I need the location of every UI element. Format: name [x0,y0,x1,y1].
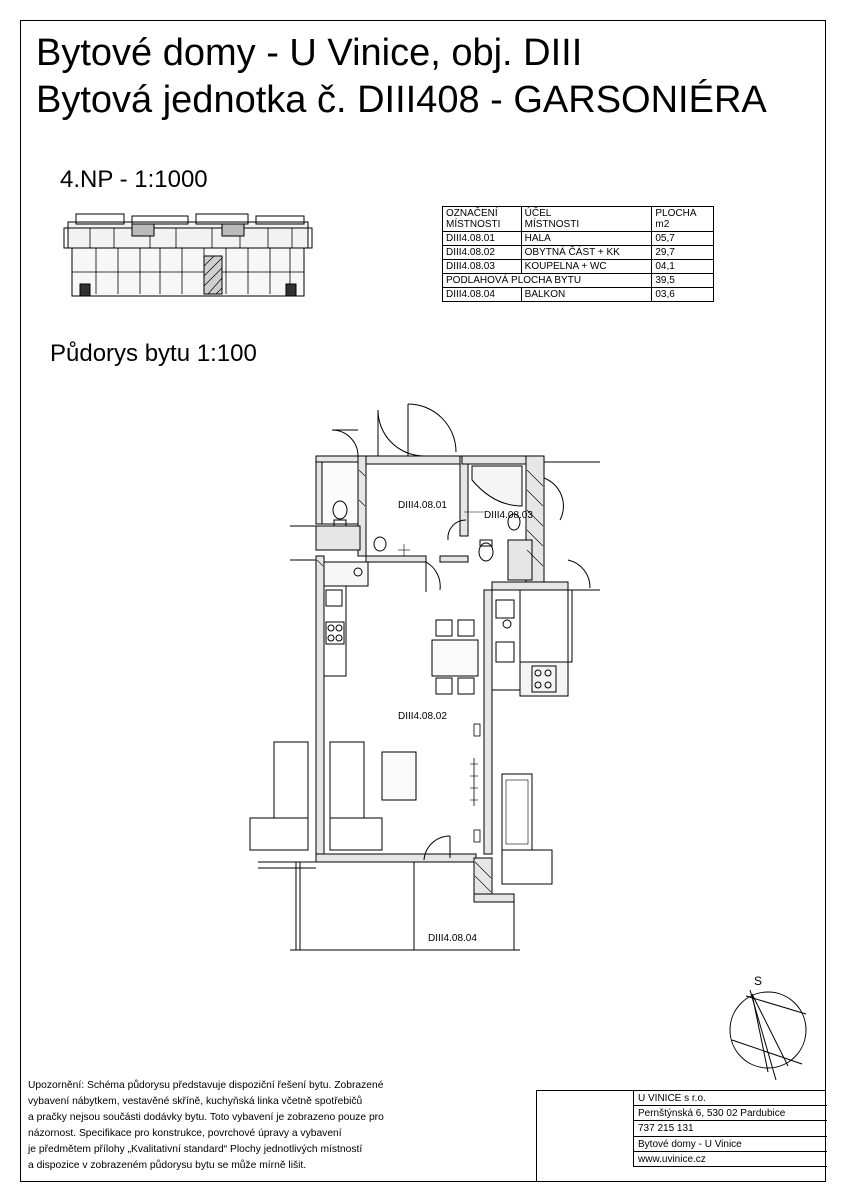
page-subtitle: Bytová jednotka č. DIII408 - GARSONIÉRA [36,79,767,121]
drawing-frame [20,20,826,1182]
note-line: názornost. Specifikace pro konstrukce, p… [28,1128,342,1139]
compass-icon [729,989,807,1081]
header-code: OZNAČENÍ [446,208,498,219]
plan-label-bath: DIII4.08.03 [484,510,533,521]
plan-label-living: DIII4.08.02 [398,711,447,722]
note-line: Upozornění: Schéma půdorysu představuje … [28,1080,384,1091]
table-row: DIII4.08.02 OBYTNÁ ČÁST + KK 29,7 [442,245,714,260]
table-row: DIII4.08.04 BALKON 03,6 [442,287,714,302]
north-label: S [754,974,762,988]
note-line: a pračky nejsou součásti dodávky bytu. T… [28,1112,384,1123]
plan-label-hall: DIII4.08.01 [398,500,447,511]
page-title: Bytové domy - U Vinice, obj. DIII [36,32,583,74]
table-row: DIII4.08.03 KOUPELNA + WC 04,1 [442,259,714,274]
header-area: PLOCHA [655,208,697,219]
note-line: vybavení nábytkem, vestavěné skříně, kuc… [28,1096,363,1107]
header-area-unit: m2 [655,219,670,230]
company-project: Bytové domy - U Vinice [633,1136,827,1152]
company-name: U VINICE s r.o. [633,1091,827,1107]
header-code-2: MÍSTNOSTI [446,219,501,230]
header-purpose-2: MÍSTNOSTI [524,219,580,230]
company-phone: 737 215 131 [633,1121,827,1137]
note-line: je předmětem přílohy „Kvalitativní stand… [28,1144,363,1155]
header-purpose: ÚČEL [524,208,552,219]
plan-label-balcony: DIII4.08.04 [428,933,477,944]
disclaimer-note: Upozornění: Schéma půdorysu představuje … [28,1078,428,1174]
company-block: U VINICE s r.o. Pernštýnská 6, 530 02 Pa… [536,1090,827,1182]
apartment-plan [249,403,600,951]
company-website: www.uvinice.cz [633,1151,827,1167]
plan-label: Půdorys bytu 1:100 [50,340,257,367]
company-address: Pernštýnská 6, 530 02 Pardubice [633,1106,827,1122]
room-area: 03,6 [651,287,714,302]
table-total-row: PODLAHOVÁ PLOCHA BYTU 39,5 [441,273,714,288]
key-plan [63,213,313,297]
floor-label: 4.NP - 1:1000 [60,166,208,193]
room-purpose: BALKON [520,287,653,302]
note-line: a dispozice v zobrazeném půdorysu bytu s… [28,1160,307,1171]
